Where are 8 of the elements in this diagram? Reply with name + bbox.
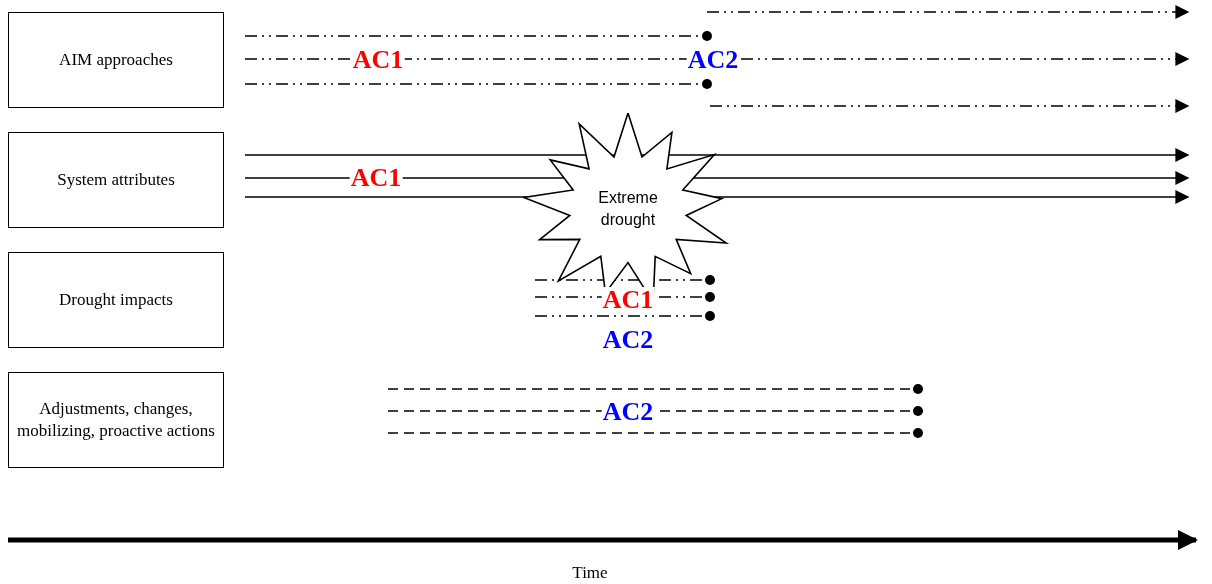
category-box xyxy=(8,252,224,348)
category-box xyxy=(8,12,224,108)
category-box xyxy=(8,132,224,228)
category-text: AIM approaches xyxy=(59,48,173,71)
category-text: System attributes xyxy=(57,168,175,191)
category-text: Adjustments, changes, mobilizing, proactive actions xyxy=(16,397,216,442)
category-text: Drought impacts xyxy=(59,288,173,311)
category-box xyxy=(8,372,224,468)
